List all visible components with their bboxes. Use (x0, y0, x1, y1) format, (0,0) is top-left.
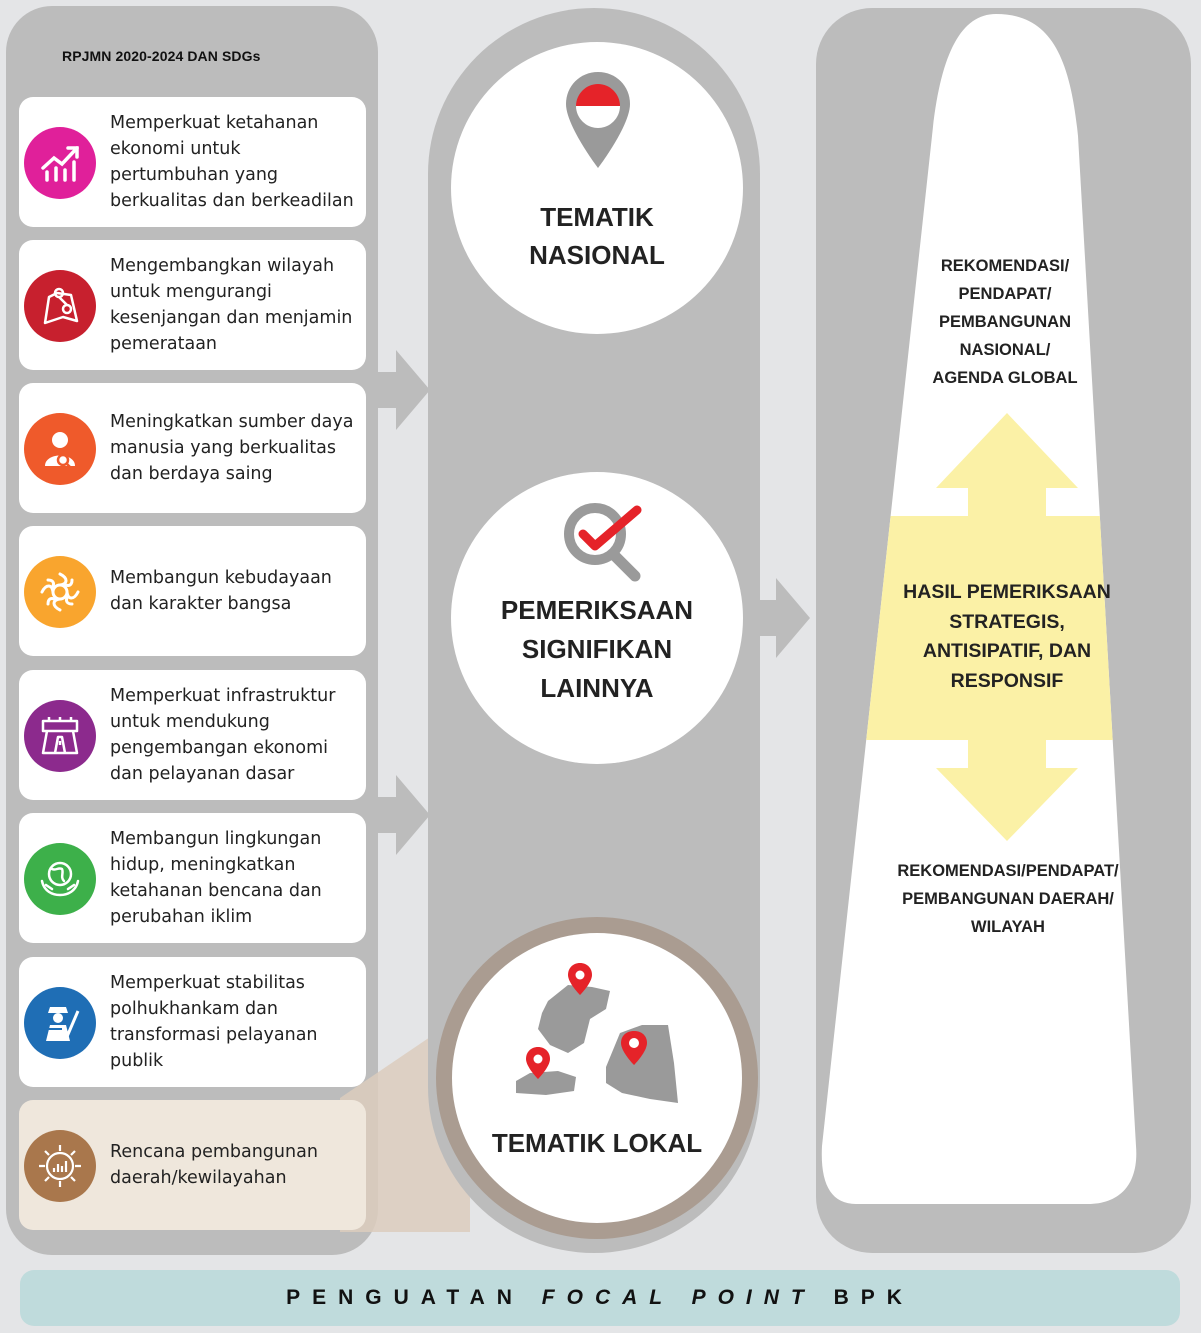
significant-audit-circle: PEMERIKSAAN SIGNIFIKAN LAINNYA (451, 472, 743, 764)
local-theme-circle: TEMATIK LOKAL (452, 933, 742, 1223)
national-theme-line2: NASIONAL (529, 240, 665, 270)
agenda-card-6: Membangun lingkungan hidup, meningkatkan… (19, 813, 366, 943)
indonesia-pin-icon (566, 72, 630, 168)
agenda-card-4: Membangun kebudayaan dan karakter bangsa (19, 526, 366, 656)
agenda-card-5: Memperkuat infrastruktur untuk mendukung… (19, 670, 366, 800)
local-theme-title: TEMATIK LOKAL (491, 1128, 703, 1158)
agenda-label: Mengembangkan wilayah untuk mengurangi k… (110, 256, 353, 354)
rpjmn-title: RPJMN 2020-2024 DAN SDGs (62, 48, 261, 64)
national-rec-line: AGENDA GLOBAL (932, 369, 1078, 387)
national-rec-line: PENDAPAT/ (958, 285, 1052, 303)
culture-ornament-icon (24, 556, 96, 628)
audit-result-line: RESPONSIF (950, 669, 1064, 692)
agenda-label: Memperkuat infrastruktur untuk mendukung… (110, 686, 336, 784)
audit-result-text: HASIL PEMERIKSAAN STRATEGIS, ANTISIPATIF… (880, 578, 1134, 696)
focal-point-banner: PENGUATAN FOCAL POINT BPK (20, 1270, 1180, 1326)
agenda-card-1: Memperkuat ketahanan ekonomi untuk pertu… (19, 97, 366, 227)
magnifier-check-icon (564, 503, 642, 582)
national-rec-line: NASIONAL/ (959, 341, 1051, 359)
agenda-label: Rencana pembangunan daerah/kewilayahan (110, 1142, 318, 1188)
national-rec-line: PEMBANGUNAN (939, 313, 1071, 331)
national-theme-line1: TEMATIK (540, 202, 654, 232)
agenda-label: Meningkatkan sumber daya manusia yang be… (110, 412, 354, 484)
agenda-label: Membangun kebudayaan dan karakter bangsa (110, 568, 332, 614)
national-recommendation-text: REKOMENDASI/ PENDAPAT/ PEMBANGUNAN NASIO… (898, 252, 1112, 392)
security-officer-icon (24, 987, 96, 1059)
national-theme-circle: TEMATIK NASIONAL (451, 42, 743, 334)
agenda-card-8: Rencana pembangunan daerah/kewilayahan (19, 1100, 366, 1230)
infrastructure-road-icon (24, 700, 96, 772)
agenda-card-7: Memperkuat stabilitas polhukhankam dan t… (19, 957, 366, 1087)
regional-rec-line: PEMBANGUNAN DAERAH/ (902, 890, 1114, 908)
agenda-label: Memperkuat stabilitas polhukhankam dan t… (110, 973, 318, 1071)
planning-gear-icon (24, 1130, 96, 1202)
person-search-icon (24, 413, 96, 485)
regional-rec-line: WILAYAH (971, 918, 1045, 936)
regional-recommendation-text: REKOMENDASI/PENDAPAT/ PEMBANGUNAN DAERAH… (866, 857, 1150, 941)
arrow-up-icon (936, 413, 1078, 518)
regional-rec-line: REKOMENDASI/PENDAPAT/ (897, 862, 1119, 880)
growth-chart-icon (24, 127, 96, 199)
national-rec-line: REKOMENDASI/ (940, 257, 1070, 275)
arrow-right-icon (752, 578, 810, 658)
footer-prefix: PENGUATAN (286, 1286, 524, 1309)
significant-audit-line2: SIGNIFIKAN (521, 634, 673, 664)
agenda-label: Memperkuat ketahanan ekonomi untuk pertu… (110, 113, 354, 211)
arrow-right-icon (372, 350, 430, 430)
significant-audit-line3: LAINNYA (540, 673, 654, 703)
audit-result-line: ANTISIPATIF, DAN (922, 640, 1092, 662)
significant-audit-line1: PEMERIKSAAN (500, 595, 694, 625)
outcome-funnel (821, 14, 1137, 1204)
footer-italic: FOCAL POINT (541, 1286, 816, 1309)
arrow-down-icon (936, 738, 1078, 841)
agenda-card-2: Mengembangkan wilayah untuk mengurangi k… (19, 240, 366, 370)
footer-suffix: BPK (833, 1286, 914, 1309)
agenda-label: Membangun lingkungan hidup, meningkatkan… (110, 829, 322, 927)
arrow-right-icon (372, 775, 430, 855)
region-map-icon (24, 270, 96, 342)
globe-hands-icon (24, 843, 96, 915)
regional-map-pins-icon (516, 963, 678, 1103)
focal-point-text: PENGUATAN FOCAL POINT BPK (20, 1270, 1180, 1326)
agenda-card-3: Meningkatkan sumber daya manusia yang be… (19, 383, 366, 513)
audit-result-line: HASIL PEMERIKSAAN (903, 581, 1111, 603)
audit-result-line: STRATEGIS, (949, 610, 1065, 633)
